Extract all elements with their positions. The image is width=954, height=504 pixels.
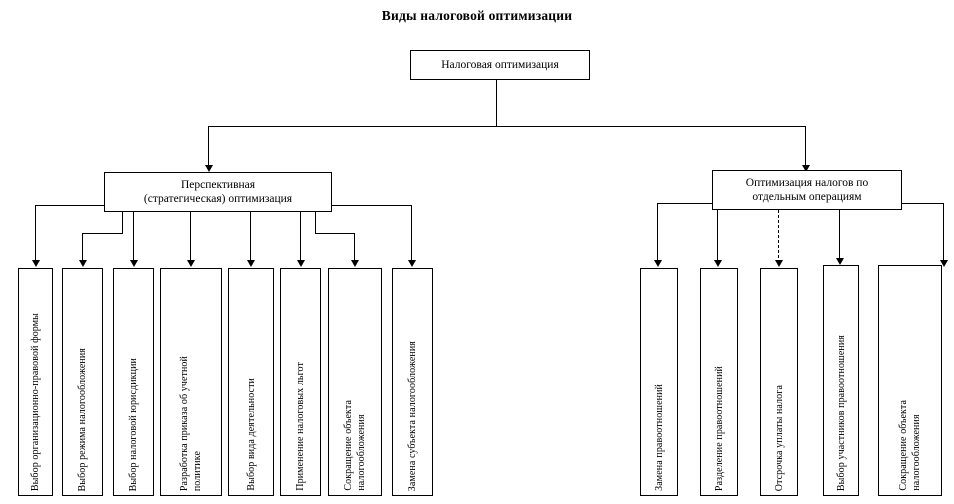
arrowhead-l7 xyxy=(351,260,359,267)
node-leaf-split-relations[interactable]: Разделение правоотношений xyxy=(700,268,738,496)
connector-root-bar xyxy=(208,126,806,128)
arrowhead-r3 xyxy=(775,260,783,267)
arrowhead-l4 xyxy=(187,260,195,267)
connector-l2-v2 xyxy=(82,233,84,263)
arrowhead-r5 xyxy=(940,260,948,267)
arrowhead-l2 xyxy=(79,260,87,267)
connector-l5-v xyxy=(250,212,252,263)
connector-l4-v xyxy=(190,212,192,263)
arrowhead-r1 xyxy=(654,260,662,267)
connector-r4-v xyxy=(839,210,841,263)
node-leaf-reduce-object-1-label: Сокращение объекта налогообложения xyxy=(343,400,367,491)
node-leaf-defer-payment-label: Отсрочка уплаты налога xyxy=(773,384,785,491)
arrowhead-l5 xyxy=(247,260,255,267)
connector-l7-v1 xyxy=(315,212,317,234)
node-leaf-replace-subject-label: Замена субъекта налогообложения xyxy=(407,340,418,491)
connector-l1-v xyxy=(35,205,37,263)
connector-root-to-right-branch xyxy=(805,126,807,168)
node-leaf-reduce-object-2[interactable]: Сокращение объекта налогообложения xyxy=(878,265,942,496)
node-leaf-accounting-policy-label: Разработка приказа об учетной политике xyxy=(179,355,203,491)
node-root-label: Налоговая оптимизация xyxy=(441,58,559,71)
node-leaf-reduce-object-2-label: Сокращение объекта налогообложения xyxy=(898,400,922,491)
node-leaf-tax-regime[interactable]: Выбор режима налогообложения xyxy=(62,268,103,496)
connector-r5-v xyxy=(943,203,945,263)
node-leaf-legal-form-label: Выбор организационно-правовой формы xyxy=(30,312,41,491)
node-leaf-activity-type[interactable]: Выбор вида деятельности xyxy=(228,268,274,496)
connector-l1-h xyxy=(35,205,105,207)
connector-l6-v xyxy=(300,212,302,263)
node-leaf-tax-benefits[interactable]: Применение налоговых льгот xyxy=(280,268,321,496)
arrowhead-left-branch xyxy=(205,165,213,172)
node-leaf-defer-payment[interactable]: Отсрочка уплаты налога xyxy=(760,268,798,496)
node-leaf-legal-form[interactable]: Выбор организационно-правовой формы xyxy=(18,268,53,496)
arrowhead-r4 xyxy=(836,258,844,265)
node-leaf-jurisdiction[interactable]: Выбор налоговой юрисдикции xyxy=(113,268,154,496)
arrowhead-l3 xyxy=(130,260,138,267)
arrowhead-r2 xyxy=(714,260,722,267)
node-leaf-reduce-object-1[interactable]: Сокращение объекта налогообложения xyxy=(328,268,382,496)
connector-l3-v xyxy=(133,212,135,263)
connector-l8-v xyxy=(411,205,413,263)
node-leaf-tax-regime-label: Выбор режима налогообложения xyxy=(77,347,88,492)
connector-l2-h xyxy=(82,233,123,235)
arrowhead-l6 xyxy=(297,260,305,267)
node-branch-perspective-label: Перспективная (стратегическая) оптимизац… xyxy=(143,178,293,205)
node-leaf-choose-participants[interactable]: Выбор участников правоотношения xyxy=(823,265,859,496)
node-leaf-replace-subject[interactable]: Замена субъекта налогообложения xyxy=(392,268,433,496)
arrowhead-l1 xyxy=(32,260,40,267)
connector-root-trunk xyxy=(496,80,498,127)
node-leaf-choose-participants-label: Выбор участников правоотношения xyxy=(835,334,847,491)
connector-root-to-left-branch xyxy=(208,126,210,168)
node-leaf-activity-type-label: Выбор вида деятельности xyxy=(245,378,257,491)
connector-l2-v1 xyxy=(122,212,124,234)
diagram-title: Виды налоговой оптимизации xyxy=(381,8,573,23)
node-leaf-replace-relations-label: Замена правоотношений xyxy=(653,384,665,491)
connector-l7-v2 xyxy=(354,233,356,263)
connector-r1-h xyxy=(657,203,713,205)
node-leaf-accounting-policy[interactable]: Разработка приказа об учетной политике xyxy=(160,268,222,496)
node-leaf-jurisdiction-label: Выбор налоговой юрисдикции xyxy=(128,357,139,491)
node-branch-operations[interactable]: Оптимизация налогов по отдельным операци… xyxy=(712,170,902,210)
connector-l8-h xyxy=(332,205,412,207)
connector-r2-v xyxy=(717,210,719,263)
node-leaf-replace-relations[interactable]: Замена правоотношений xyxy=(640,268,678,496)
arrowhead-l8 xyxy=(408,260,416,267)
connector-r3-v-dashed xyxy=(778,210,779,263)
arrowhead-right-branch xyxy=(802,165,810,172)
connector-r5-h xyxy=(902,203,944,205)
node-leaf-split-relations-label: Разделение правоотношений xyxy=(713,365,725,491)
connector-l7-h xyxy=(315,233,355,235)
node-root[interactable]: Налоговая оптимизация xyxy=(410,50,590,80)
connector-r1-v xyxy=(657,203,659,263)
node-branch-operations-label: Оптимизация налогов по отдельным операци… xyxy=(745,176,869,203)
node-branch-perspective[interactable]: Перспективная (стратегическая) оптимизац… xyxy=(104,172,332,212)
node-leaf-tax-benefits-label: Применение налоговых льгот xyxy=(295,362,306,491)
